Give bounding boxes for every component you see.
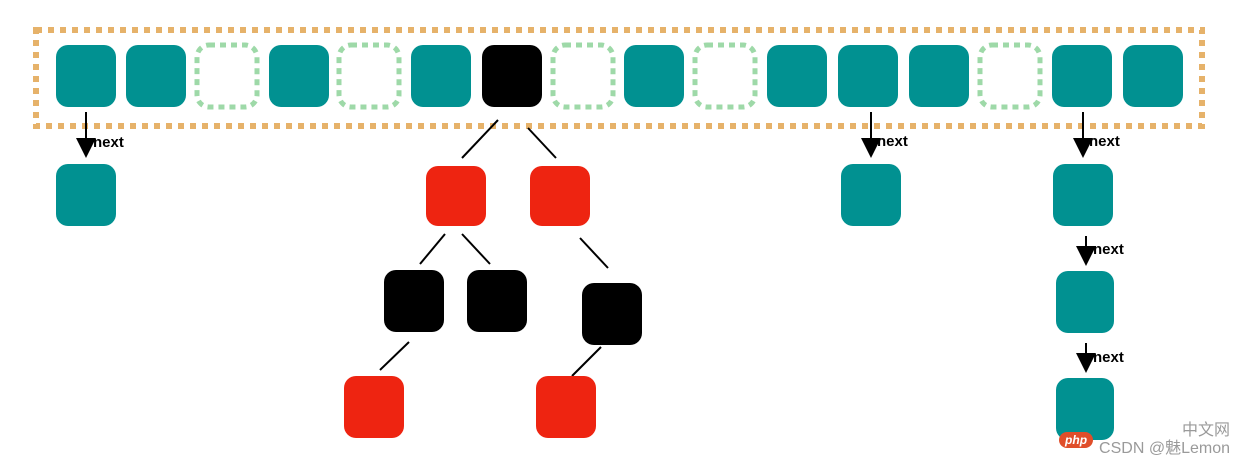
watermark-site: 中文网 bbox=[1181, 422, 1230, 439]
tree-node-black bbox=[384, 270, 444, 332]
chain-slot-0: next bbox=[56, 112, 124, 226]
bucket-slot-filled bbox=[126, 45, 186, 107]
bucket-slot-filled bbox=[909, 45, 969, 107]
tree-node-red bbox=[530, 166, 590, 226]
next-label: next bbox=[1093, 241, 1124, 258]
bucket-slot-empty bbox=[692, 42, 758, 110]
bucket-slot-filled bbox=[1123, 45, 1183, 107]
chain-node bbox=[1053, 164, 1113, 226]
bucket-slots bbox=[56, 42, 1183, 110]
tree-node-black bbox=[582, 283, 642, 345]
bucket-slot-filled bbox=[624, 45, 684, 107]
tree-node-black bbox=[467, 270, 527, 332]
bucket-slot-filled bbox=[767, 45, 827, 107]
chain-node bbox=[1056, 271, 1114, 333]
chain-node bbox=[841, 164, 901, 226]
bucket-slot-filled bbox=[838, 45, 898, 107]
next-label: next bbox=[1093, 349, 1124, 366]
chain-slot-11: next bbox=[841, 112, 908, 226]
bucket-slot-empty bbox=[336, 42, 402, 110]
php-logo-icon: php bbox=[1059, 432, 1094, 448]
red-black-tree bbox=[344, 119, 642, 438]
bucket-slot-filled bbox=[411, 45, 471, 107]
tree-node-red bbox=[426, 166, 486, 226]
tree-node-red bbox=[344, 376, 404, 438]
watermark: php 中文网 CSDN @魅Lemon bbox=[1059, 422, 1230, 458]
bucket-slot-filled bbox=[1052, 45, 1112, 107]
bucket-slot-empty bbox=[977, 42, 1043, 110]
bucket-array-border bbox=[33, 27, 1205, 129]
bucket-slot-filled bbox=[56, 45, 116, 107]
bucket-slot-empty bbox=[550, 42, 616, 110]
bucket-slot-tree-root bbox=[482, 45, 542, 107]
next-label: next bbox=[1089, 133, 1120, 150]
chain-node bbox=[56, 164, 116, 226]
next-label: next bbox=[877, 133, 908, 150]
tree-node-red bbox=[536, 376, 596, 438]
chain-slot-14: next next next bbox=[1053, 112, 1124, 440]
chain-node bbox=[1056, 378, 1114, 440]
next-label: next bbox=[93, 134, 124, 151]
bucket-slot-empty bbox=[194, 42, 260, 110]
bucket-slot-filled bbox=[269, 45, 329, 107]
watermark-text: CSDN @魅Lemon bbox=[1099, 440, 1230, 457]
